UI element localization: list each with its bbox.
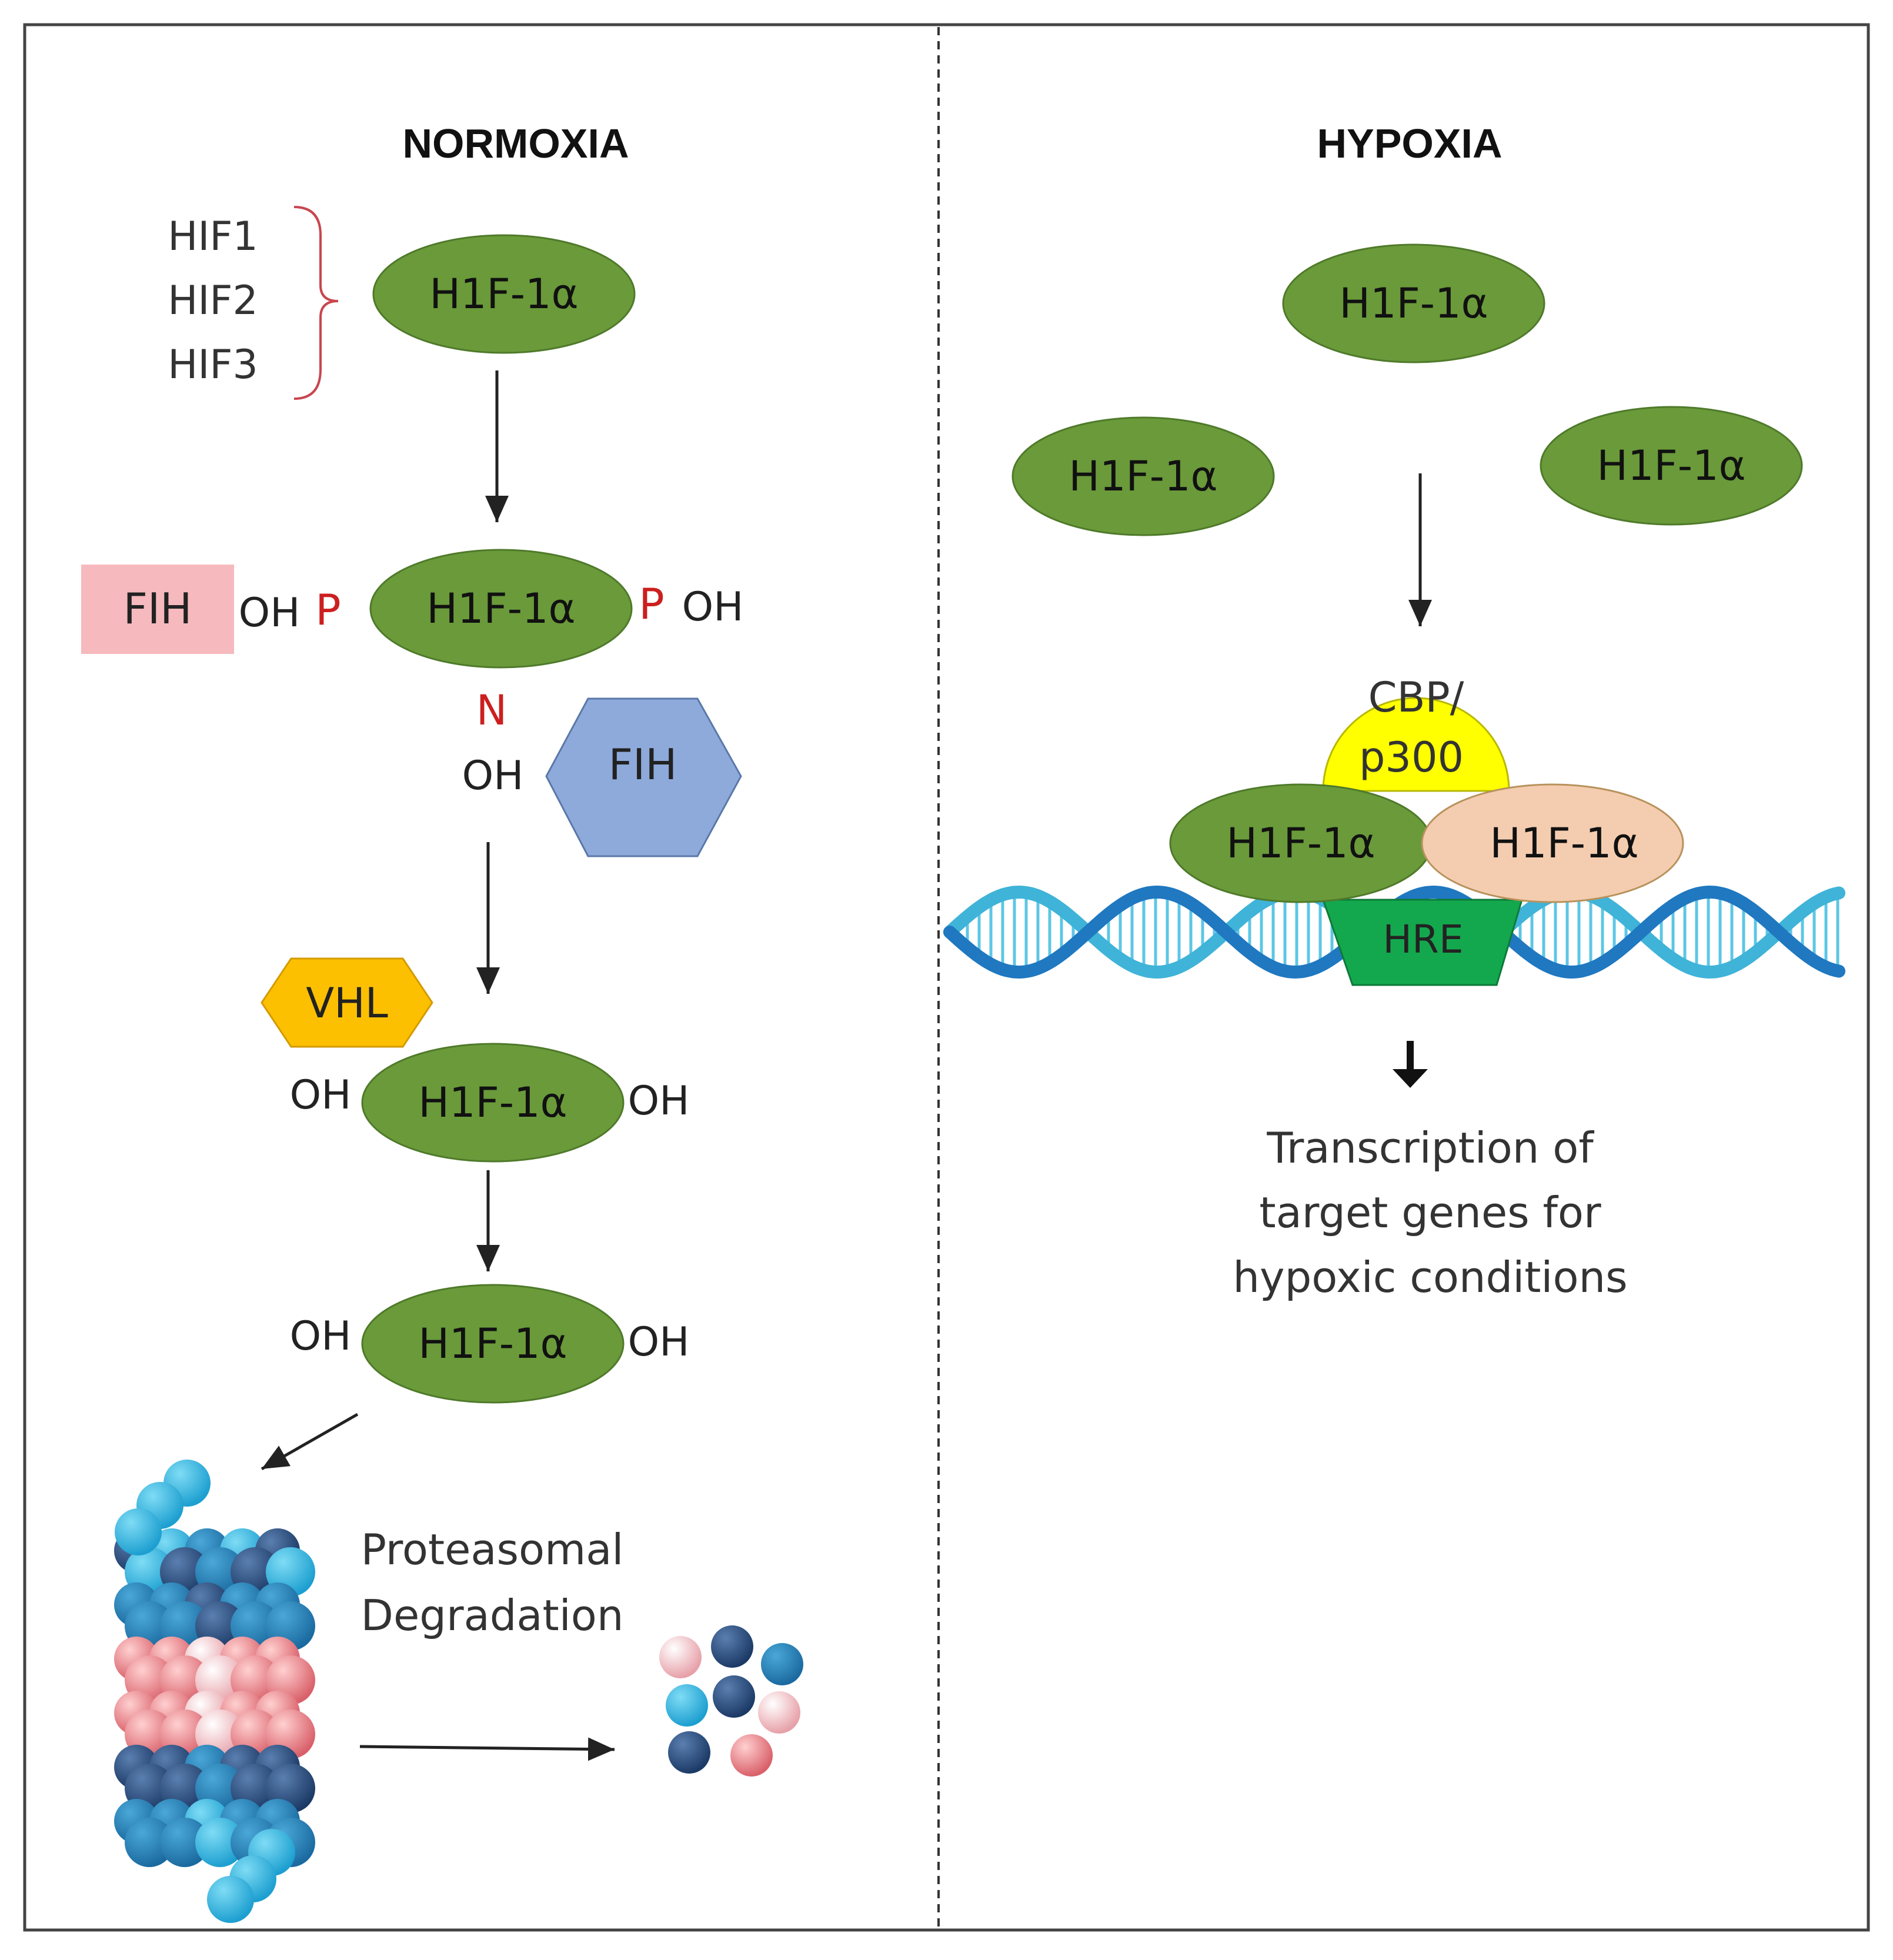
degradation-text-line2: Degradation: [361, 1591, 624, 1640]
proteasome-icon: [114, 1460, 315, 1923]
hydroxyl-asparagine: OH: [462, 753, 524, 799]
hif-alpha-label: H1F-1α: [1226, 819, 1375, 867]
peptide-fragments-icon: [659, 1625, 803, 1777]
proteasome-tail-sphere: [207, 1876, 254, 1923]
hif-alpha-label: H1F-1α: [1069, 452, 1217, 500]
transcription-text-line3: hypoxic conditions: [1233, 1253, 1627, 1302]
hif-alpha-step2: H1F-1α: [369, 549, 633, 669]
peptide-fragment: [668, 1731, 710, 1774]
hif-alpha-label: H1F-1α: [426, 585, 575, 633]
proteasome-sphere: [125, 1818, 174, 1867]
proline-right-step2: P: [639, 579, 664, 629]
hif-alpha-ellipse: [361, 1284, 625, 1404]
peptide-fragment: [761, 1643, 803, 1685]
peptide-fragment: [711, 1625, 753, 1668]
arrow-to-fragments: [359, 1737, 615, 1761]
hif-alpha-ellipse: [1011, 416, 1275, 536]
hif-alpha-step3: H1F-1α: [361, 1043, 625, 1163]
isoform-bracket: [293, 206, 339, 400]
peptide-fragment: [713, 1675, 755, 1718]
hydroxyl-right-step4: OH: [628, 1319, 690, 1365]
isoform-hif1: HIF1: [168, 213, 258, 260]
peptide-fragment: [758, 1691, 800, 1734]
hif-alpha-hypoxia-top: H1F-1α: [1282, 243, 1545, 363]
proteasome-tail-sphere: [115, 1508, 162, 1555]
normoxia-title: NORMOXIA: [403, 121, 629, 166]
hypoxia-title: HYPOXIA: [1317, 121, 1502, 166]
peptide-fragment: [666, 1684, 708, 1727]
peptide-fragment: [659, 1636, 702, 1678]
degradation-text-line1: Proteasomal: [361, 1525, 624, 1574]
hif-alpha-ellipse: [372, 234, 636, 354]
peptide-fragment: [730, 1734, 773, 1777]
hre-shape: [1321, 899, 1524, 986]
fih-box-label: FIH: [123, 584, 192, 633]
hydroxyl-left-step2: OH: [239, 590, 301, 636]
transcription-text-line2: target genes for: [1259, 1188, 1601, 1237]
proline-left-step2: P: [315, 585, 340, 635]
hydroxyl-right-step3: OH: [628, 1078, 690, 1124]
hif-alpha-label: H1F-1α: [1597, 442, 1745, 490]
cbp-p300-label-line1: CBP/: [1368, 673, 1464, 722]
hif-alpha-hypoxia-left: H1F-1α: [1011, 416, 1275, 536]
hif-alpha-hypoxia-right: H1F-1α: [1540, 406, 1803, 526]
arrow-to-transcription-head: [1393, 1069, 1428, 1088]
hif-beta-label: H1F-1α: [1490, 819, 1638, 867]
asparagine-label: N: [476, 686, 507, 734]
proteasome-sphere: [160, 1818, 209, 1867]
hif-alpha-ellipse: [1282, 243, 1545, 363]
hif-alpha-label: H1F-1α: [429, 270, 578, 318]
hif-alpha-label: H1F-1α: [418, 1078, 567, 1127]
hif-alpha-ellipse: [369, 549, 633, 669]
fih-hexagon-label: FIH: [609, 740, 677, 789]
hydroxyl-right-step2: OH: [682, 584, 744, 630]
vhl-label: VHL: [306, 979, 388, 1027]
isoform-hif3: HIF3: [168, 342, 258, 388]
hif-alpha-ellipse: [361, 1043, 625, 1163]
hydroxyl-left-step4: OH: [290, 1313, 352, 1360]
hif-alpha-complex: H1F-1α: [1169, 783, 1433, 903]
hif-alpha-step1: H1F-1α: [372, 234, 636, 354]
cbp-p300-label-line2: p300: [1359, 733, 1464, 782]
hre-label: HRE: [1383, 917, 1463, 962]
fih-box: [81, 565, 234, 654]
hif-beta-complex: H1F-1α: [1421, 783, 1684, 903]
vhl-shape: [261, 957, 433, 1048]
hif-alpha-ellipse: [1540, 406, 1803, 526]
arrow-to-proteasome: [261, 1413, 359, 1471]
isoform-hif2: HIF2: [168, 278, 258, 324]
proteasome-sphere: [195, 1818, 245, 1867]
hif-alpha-label: H1F-1α: [418, 1320, 567, 1368]
fih-hexagon: [545, 697, 742, 857]
hif-alpha-step4: H1F-1α: [361, 1284, 625, 1404]
hydroxyl-left-step3: OH: [290, 1072, 352, 1118]
transcription-text-line1: Transcription of: [1266, 1123, 1594, 1173]
cbp-p300-shape: [1322, 697, 1510, 792]
hif-beta-ellipse: [1421, 783, 1684, 903]
hif-alpha-label: H1F-1α: [1339, 279, 1488, 328]
